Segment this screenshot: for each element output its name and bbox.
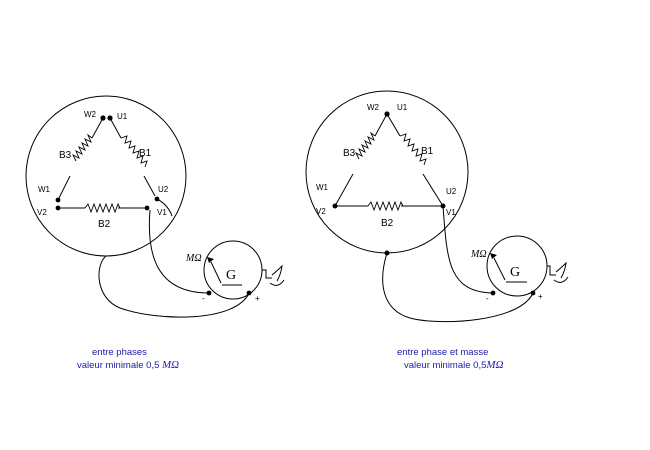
meter-unit: MΩ [470, 249, 487, 260]
label-w1: W1 [38, 185, 51, 194]
test-lead-minus [442, 205, 494, 294]
winding-coil-b1 [386, 113, 444, 207]
caption-unit: MΩ [485, 359, 503, 371]
meter-plus: + [255, 294, 260, 303]
caption-line-2: valeur minimale 0,5MΩ [404, 359, 504, 371]
caption-line-1: entre phases [92, 347, 147, 358]
label-b2: B2 [381, 218, 394, 229]
label-v2: V2 [316, 207, 326, 216]
label-u1: U1 [117, 112, 128, 121]
meter-symbol: G [226, 268, 236, 283]
label-v2: V2 [37, 208, 47, 217]
meter-symbol: G [510, 265, 520, 280]
hand-crank-icon [547, 261, 569, 283]
label-w2: W2 [84, 110, 97, 119]
label-b1: B1 [139, 148, 152, 159]
meter-minus: - [486, 294, 489, 303]
label-u2: U2 [446, 187, 457, 196]
label-b3: B3 [343, 148, 356, 159]
label-u1: U1 [397, 103, 408, 112]
diagram-phase-to-ground: W2 U1 W1 U2 V2 V1 B3 B1 B2 G MΩ - + [305, 90, 569, 371]
meter-unit: MΩ [185, 253, 202, 264]
label-w2: W2 [367, 103, 380, 112]
terminal-w1-v2 [332, 203, 338, 209]
label-b1: B1 [421, 146, 434, 157]
winding-coil-b3 [334, 113, 388, 207]
winding-coil-b3 [57, 117, 104, 201]
meter-plus: + [538, 292, 543, 301]
terminal-v1 [144, 205, 150, 211]
terminal-u1 [107, 115, 113, 121]
caption-line-2: valeur minimale 0,5 MΩ [77, 359, 179, 371]
megohmmeter: G MΩ - + [470, 235, 569, 303]
terminal-v2 [55, 205, 61, 211]
caption-unit: MΩ [161, 359, 179, 371]
hand-crank-icon [262, 264, 285, 286]
winding-coil-b1 [109, 117, 156, 197]
motor-housing-circle [25, 95, 187, 257]
terminal-w1 [55, 197, 61, 203]
diagram-phase-to-phase: W2 U1 W1 U2 V2 V1 B3 B1 B2 G MΩ - + [25, 95, 285, 371]
test-lead-plus [382, 252, 534, 323]
test-lead-minus [148, 209, 208, 294]
label-b2: B2 [98, 219, 111, 230]
megohmmeter: G MΩ - + [185, 240, 285, 303]
caption-line-1: entre phase et masse [397, 347, 488, 358]
test-lead-plus [98, 198, 250, 318]
label-u2: U2 [158, 185, 169, 194]
meter-minus: - [202, 294, 205, 303]
label-v1: V1 [446, 208, 456, 217]
winding-coil-b2 [58, 202, 147, 214]
label-v1: V1 [157, 208, 167, 217]
terminal-top [384, 111, 390, 117]
label-b3: B3 [59, 150, 72, 161]
terminal-w2 [100, 115, 106, 121]
winding-coil-b2 [335, 200, 443, 212]
label-w1: W1 [316, 183, 329, 192]
